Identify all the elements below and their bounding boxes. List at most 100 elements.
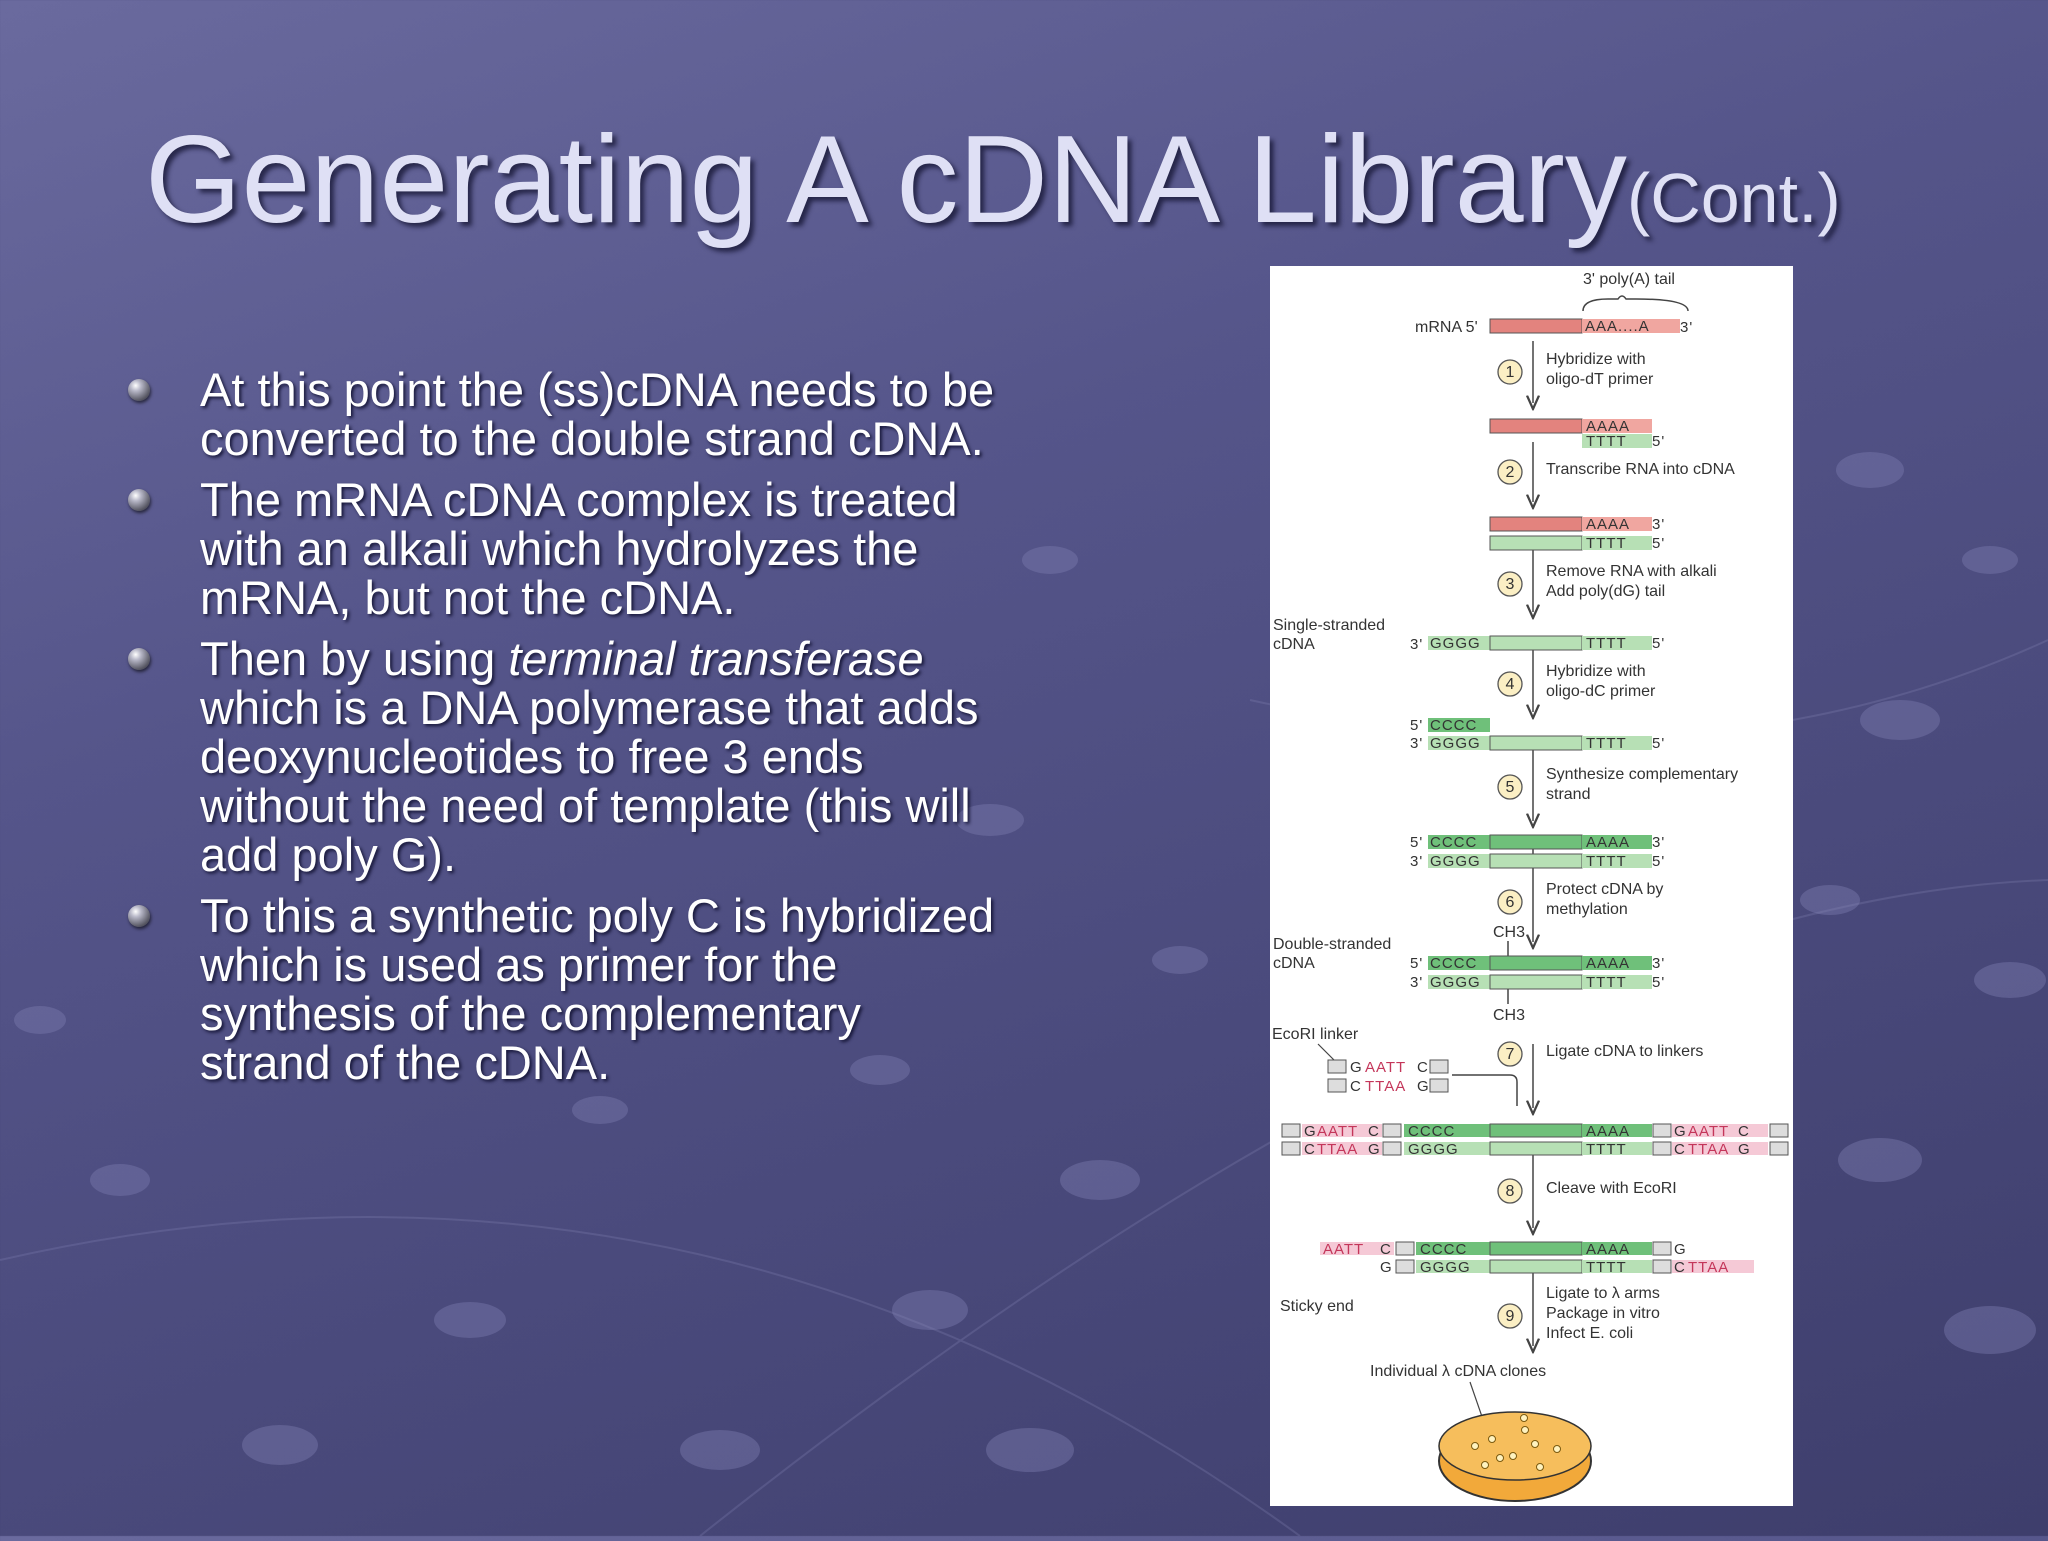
- svg-text:GGGG: GGGG: [1430, 974, 1481, 991]
- svg-text:G: G: [1417, 1078, 1430, 1095]
- svg-text:5': 5': [1410, 834, 1423, 851]
- bullet-item: To this a synthetic poly C is hybridized…: [120, 891, 1000, 1087]
- bullet-item: Then by using terminal transferase which…: [120, 634, 1000, 879]
- step-description: Hybridize with: [1546, 663, 1646, 680]
- svg-text:GGGG: GGGG: [1430, 853, 1481, 870]
- svg-text:5': 5': [1652, 853, 1665, 870]
- step-description: Hybridize with: [1546, 351, 1646, 368]
- mrna-label: mRNA 5': [1415, 319, 1478, 336]
- svg-text:AAAA: AAAA: [1586, 834, 1630, 851]
- step-description: Transcribe RNA into cDNA: [1546, 461, 1735, 478]
- svg-text:C: C: [1738, 1123, 1750, 1140]
- step-description: Protect cDNA by: [1546, 881, 1663, 898]
- svg-text:TTAA: TTAA: [1317, 1141, 1358, 1158]
- svg-text:C: C: [1674, 1259, 1686, 1276]
- bullet-icon: [128, 489, 150, 511]
- step-number-badge: [1497, 774, 1523, 800]
- bullet-text: terminal transferase: [508, 632, 924, 685]
- svg-text:TTTT: TTTT: [1586, 635, 1627, 652]
- bullet-item: The mRNA cDNA complex is treated with an…: [120, 475, 1000, 622]
- svg-text:C: C: [1368, 1123, 1380, 1140]
- step-description: Ligate to λ arms: [1546, 1285, 1660, 1302]
- step-description: methylation: [1546, 901, 1628, 918]
- svg-text:GGGG: GGGG: [1430, 735, 1481, 752]
- bullet-text: At this point the (ss)cDNA needs to be c…: [200, 363, 995, 465]
- svg-text:CCCC: CCCC: [1430, 955, 1477, 972]
- ecori-linker-label: EcoRI linker: [1272, 1026, 1359, 1043]
- svg-text:C: C: [1350, 1078, 1362, 1095]
- svg-text:3': 3': [1410, 636, 1423, 653]
- clones-label: Individual λ cDNA clones: [1370, 1363, 1546, 1380]
- svg-text:C: C: [1674, 1141, 1686, 1158]
- sticky-end-label: Sticky end: [1280, 1298, 1354, 1315]
- step-description: Remove RNA with alkali: [1546, 563, 1717, 580]
- svg-text:3': 3': [1680, 319, 1693, 336]
- svg-text:G: G: [1674, 1241, 1687, 1258]
- svg-text:5': 5': [1410, 717, 1423, 734]
- svg-text:GGGG: GGGG: [1420, 1259, 1471, 1276]
- svg-text:TTAA: TTAA: [1688, 1141, 1729, 1158]
- step-number-badge: [1497, 1178, 1523, 1204]
- slide-title: Generating A cDNA Library(Cont.): [145, 118, 1945, 242]
- step-number: 3: [1506, 576, 1515, 593]
- svg-text:C: C: [1417, 1059, 1429, 1076]
- svg-text:G: G: [1674, 1123, 1687, 1140]
- ch3-label-top: CH3: [1493, 924, 1525, 941]
- bullet-text: Then by using: [200, 632, 509, 685]
- double-stranded-label-2: cDNA: [1273, 955, 1315, 972]
- bullet-text: The mRNA cDNA complex is treated with an…: [200, 473, 958, 624]
- step-description: oligo-dC primer: [1546, 683, 1656, 700]
- svg-text:G: G: [1380, 1259, 1393, 1276]
- svg-text:5': 5': [1652, 735, 1665, 752]
- svg-text:AAAA: AAAA: [1586, 418, 1630, 435]
- svg-text:TTAA: TTAA: [1688, 1259, 1729, 1276]
- petri-dish: [1438, 1411, 1592, 1502]
- svg-text:G: G: [1368, 1141, 1381, 1158]
- step-number: 4: [1506, 676, 1515, 693]
- svg-text:TTAA: TTAA: [1365, 1078, 1406, 1095]
- bullet-icon: [128, 648, 150, 670]
- svg-text:CCCC: CCCC: [1408, 1123, 1455, 1140]
- svg-text:AATT: AATT: [1317, 1123, 1358, 1140]
- step-number-badge: [1497, 459, 1523, 485]
- svg-text:C: C: [1380, 1241, 1392, 1258]
- svg-text:TTTT: TTTT: [1586, 535, 1627, 552]
- step-number-badge: [1497, 359, 1523, 385]
- step-description: Cleave with EcoRI: [1546, 1180, 1677, 1197]
- step-description: Add poly(dG) tail: [1546, 583, 1665, 600]
- step-number: 6: [1506, 894, 1515, 911]
- svg-text:TTTT: TTTT: [1586, 1259, 1627, 1276]
- svg-text:GGGG: GGGG: [1408, 1141, 1459, 1158]
- step-number: 1: [1506, 364, 1515, 381]
- svg-text:5': 5': [1652, 635, 1665, 652]
- svg-text:AATT: AATT: [1688, 1123, 1729, 1140]
- svg-text:3': 3': [1652, 516, 1665, 533]
- svg-text:AAAA: AAAA: [1586, 1241, 1630, 1258]
- svg-text:AAA....A: AAA....A: [1585, 318, 1650, 335]
- poly-a-label: 3' poly(A) tail: [1583, 271, 1675, 288]
- svg-text:AAAA: AAAA: [1586, 955, 1630, 972]
- svg-text:3': 3': [1410, 735, 1423, 752]
- step-number-badge: [1497, 1303, 1523, 1329]
- svg-text:AAAA: AAAA: [1586, 516, 1630, 533]
- step-number: 9: [1506, 1308, 1515, 1325]
- svg-text:AATT: AATT: [1365, 1059, 1406, 1076]
- svg-text:3': 3': [1410, 853, 1423, 870]
- title-main: Generating A cDNA Library: [145, 111, 1627, 249]
- bullet-icon: [128, 905, 150, 927]
- bullet-text: which is a DNA polymerase that adds deox…: [200, 681, 979, 881]
- svg-text:CCCC: CCCC: [1430, 717, 1477, 734]
- svg-text:5': 5': [1652, 433, 1665, 450]
- svg-text:CCCC: CCCC: [1430, 834, 1477, 851]
- title-suffix: (Cont.): [1626, 159, 1841, 237]
- svg-text:GGGG: GGGG: [1430, 635, 1481, 652]
- svg-text:3': 3': [1410, 974, 1423, 991]
- step-number: 7: [1506, 1046, 1515, 1063]
- step-number-badge: [1497, 571, 1523, 597]
- bullet-item: At this point the (ss)cDNA needs to be c…: [120, 365, 1000, 463]
- step-number: 5: [1506, 779, 1515, 796]
- svg-text:5': 5': [1652, 535, 1665, 552]
- step-description: oligo-dT primer: [1546, 371, 1654, 388]
- ch3-label-bottom: CH3: [1493, 1007, 1525, 1024]
